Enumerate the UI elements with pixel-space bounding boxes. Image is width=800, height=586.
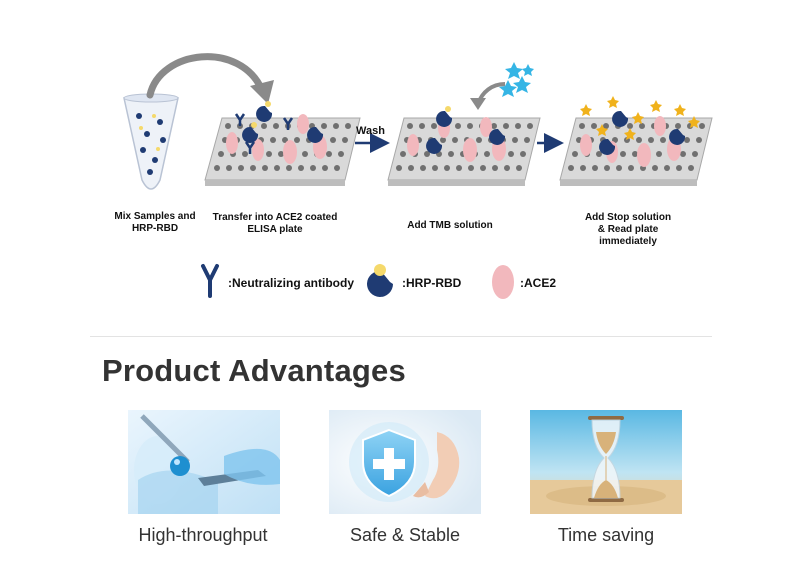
antibodies-plate-1 [234,113,294,154]
step-2-caption: Transfer into ACE2 coated ELISA plate [212,212,338,235]
tmb-stars [499,62,534,97]
shield-cross-image [329,410,481,514]
workflow-svg [123,53,713,299]
workflow-diagram: Mix Samples and HRP-RBD Transfer into AC… [114,53,713,299]
legend-hrp-rbd-label: :HRP-RBD [402,276,462,290]
hourglass-image [530,410,682,514]
hrp-rbd-bound [242,101,686,155]
step-1-caption: Mix Samples and HRP-RBD [114,211,196,234]
hrp-rbd-icon [367,264,393,297]
legend-antibody-label: :Neutralizing antibody [228,276,354,290]
advantage-label-time-saving: Time saving [557,525,655,545]
section-divider [90,336,712,337]
advantage-label-safe-stable: Safe & Stable [349,525,461,545]
lab-pipette-image [128,410,280,514]
antibody-icon [201,264,219,298]
ace2-icon [492,265,514,299]
step-4-caption: Add Stop solution & Read plate immediate… [584,212,672,247]
transfer-arrow [146,53,266,99]
ace2-coating [226,114,681,167]
product-stars [580,96,700,140]
legend-ace2-label: :ACE2 [520,276,557,290]
section-title: Product Advantages [102,353,406,388]
advantage-label-high-throughput: High-throughput [138,525,268,545]
sample-tube [123,93,179,190]
step-3-caption: Add TMB solution [407,220,493,231]
wash-label: Wash [356,125,385,137]
